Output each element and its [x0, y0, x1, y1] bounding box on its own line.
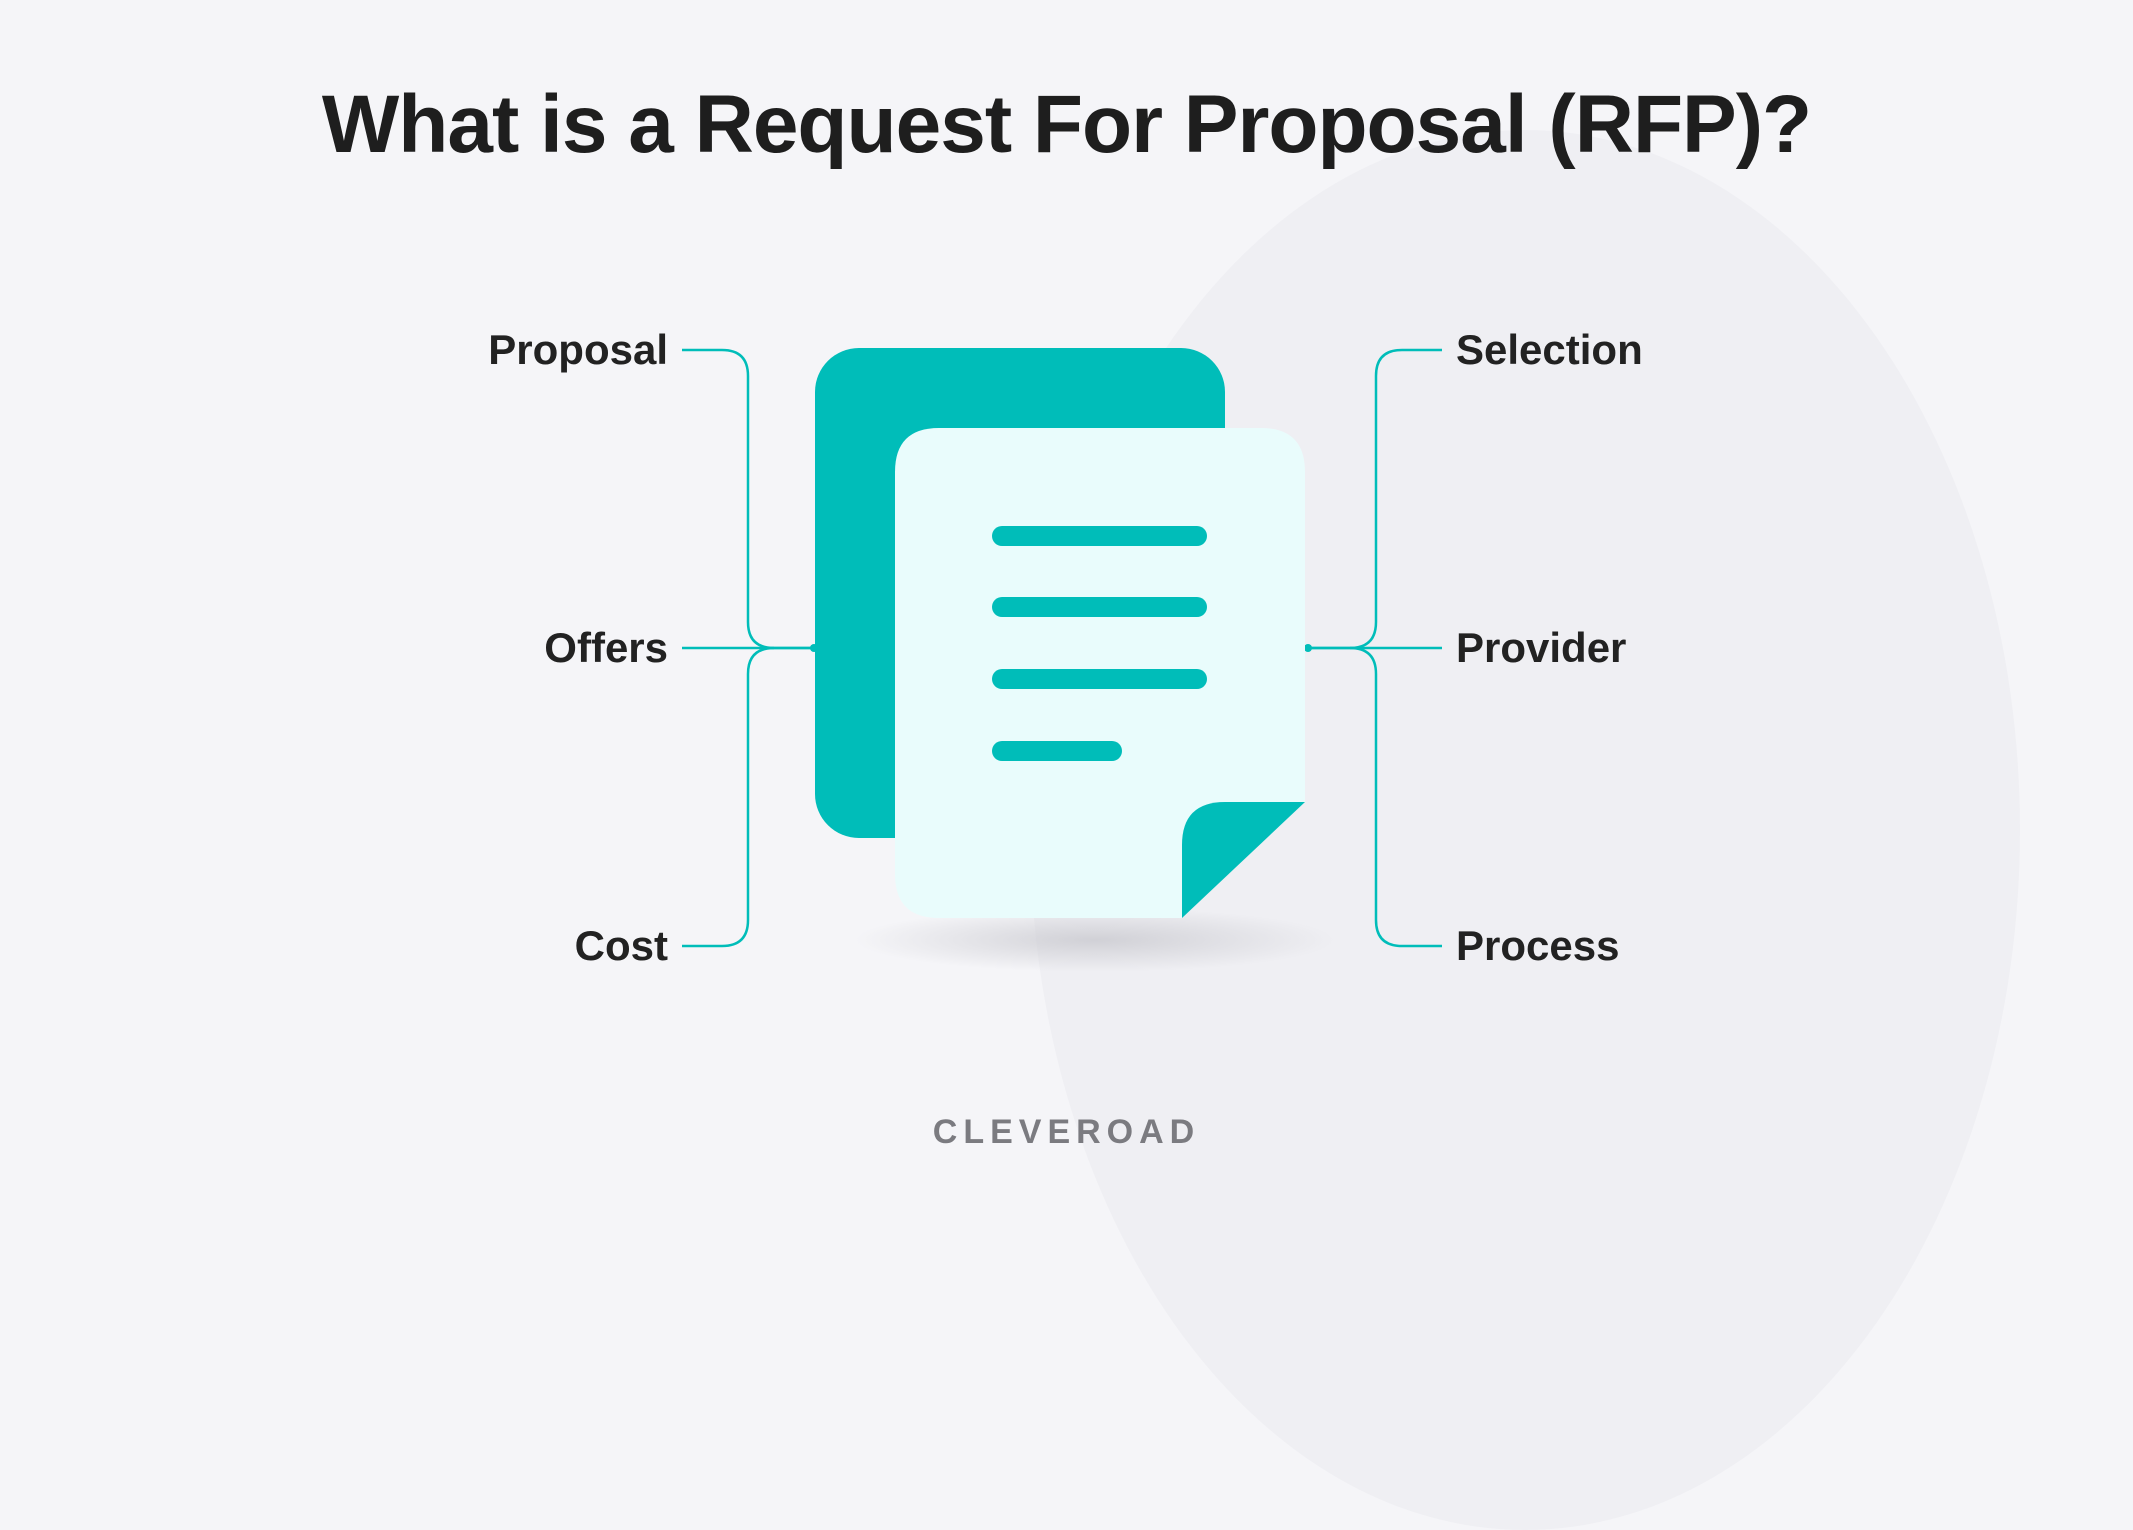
label-provider: Provider — [1456, 624, 1627, 671]
left-connector — [682, 348, 814, 948]
document-text-lines — [992, 526, 1207, 761]
page-title: What is a Request For Proposal (RFP)? — [321, 79, 1812, 170]
folded-corner-icon — [1182, 802, 1305, 918]
label-process: Process — [1456, 922, 1620, 969]
label-offers: Offers — [544, 624, 668, 671]
rfp-diagram — [682, 348, 1442, 972]
right-connector-dot — [1304, 644, 1312, 652]
document-shadow — [855, 908, 1335, 972]
label-proposal: Proposal — [488, 326, 668, 373]
label-selection: Selection — [1456, 326, 1643, 373]
label-cost: Cost — [574, 922, 668, 969]
brand-logo: CLEVEROAD — [932, 1113, 1201, 1151]
right-connector — [1308, 348, 1442, 948]
